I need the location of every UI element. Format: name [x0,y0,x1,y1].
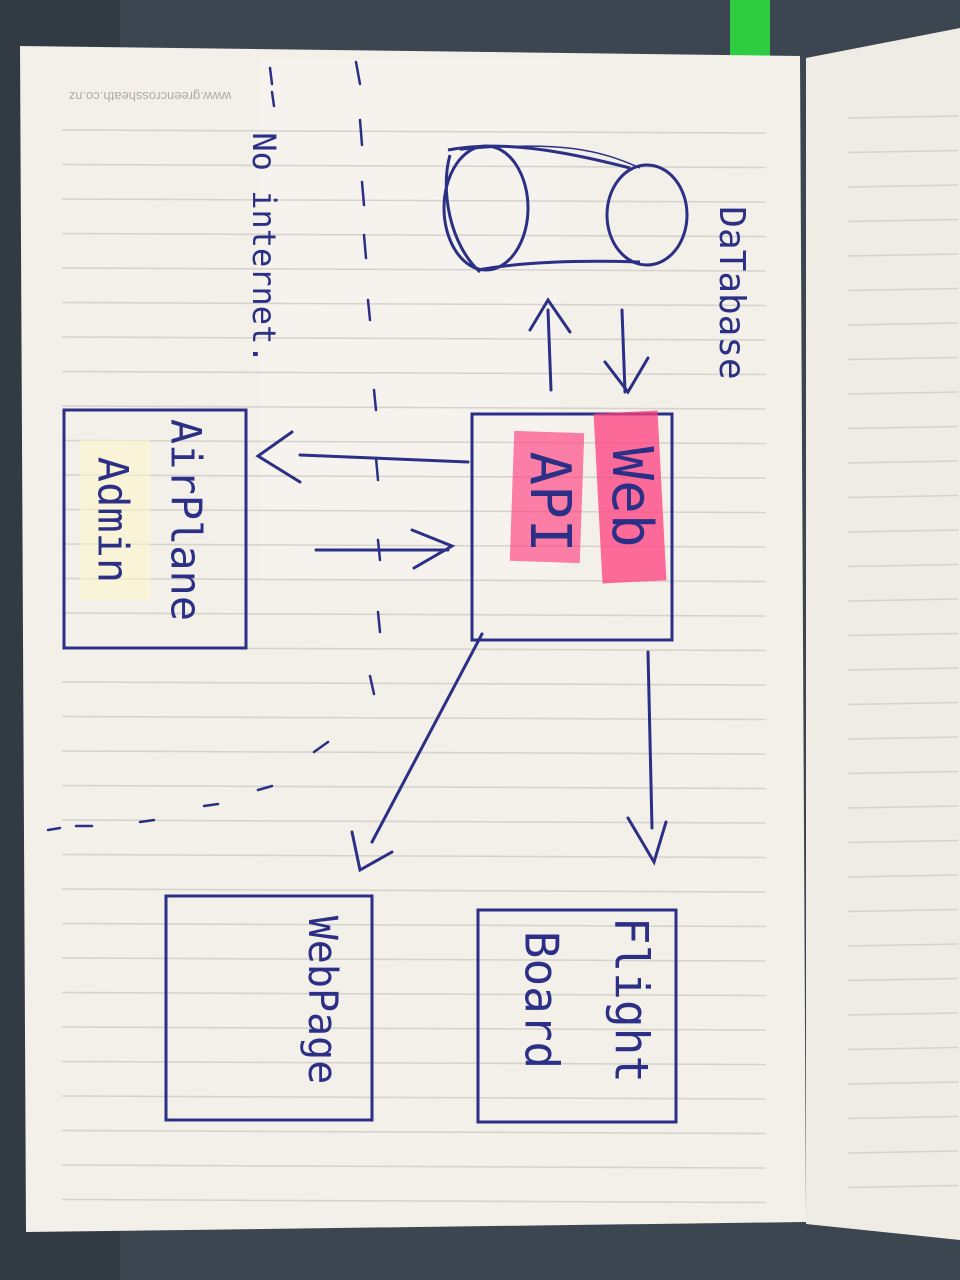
ruled-line-right [847,874,959,878]
highlighter-api [509,430,585,564]
no-internet-label: No internet. [245,132,283,363]
ruled-line-right [847,115,959,119]
ruled-line [61,784,767,790]
web-api-box [470,412,674,642]
ruled-line [61,163,767,169]
web-api-label-api: API [517,451,582,552]
db-api-arrows [528,297,650,395]
ruled-line-right [847,1150,959,1154]
ruled-line [61,1026,767,1031]
ruled-line-right [847,529,959,533]
airplane-admin-label-2: Admin [89,457,138,583]
ruled-line [61,129,767,134]
ruled-line [61,336,767,341]
webpage-label: WebPage [299,916,345,1085]
ruled-line-right [847,667,959,671]
ruled-line-right [847,1046,959,1051]
ruled-line-right [847,805,959,809]
ruled-line-right [847,460,959,464]
ruled-line-right [847,908,959,913]
ruled-line [61,232,767,238]
ruled-line [61,819,767,824]
ruled-line [61,1164,767,1169]
ruled-line-right [847,425,959,430]
ruled-line-right [847,1184,959,1189]
ruled-line [61,991,767,997]
right-page [806,28,960,1240]
ruled-line-right [847,356,959,361]
ruled-line [61,1095,767,1100]
database-label: DaTabase [711,206,752,379]
admin-glare [80,440,150,600]
ruled-line-right [847,701,959,706]
ruled-line-right [847,1012,959,1016]
ruled-line [61,405,767,410]
left-page [20,46,806,1232]
webpage-box [164,894,374,1122]
ruled-line-right [847,839,959,844]
footer-url: www.greencrossheath.co.nz [69,89,233,104]
database-cylinder [442,144,689,274]
ruled-line-right [847,149,959,154]
flight-board-label-1: Flight [605,917,659,1083]
ruled-line-right [847,943,959,947]
ruled-line [61,198,767,203]
ruled-line-right [847,253,959,257]
ruled-line-right [847,736,959,740]
web-api-label-web: Web [599,446,664,547]
ruled-line [61,1129,767,1135]
ruled-line-right [847,322,959,326]
airplane-admin-box [62,408,248,650]
ruled-line [61,612,767,617]
ruled-line-right [847,218,959,223]
ribbon-bookmark [730,0,770,58]
api-to-clients-arrows [350,632,668,873]
ruled-line-right [847,598,959,602]
ruled-line [61,1198,767,1204]
ruled-line [61,922,767,928]
ruled-line [61,370,767,376]
ruled-line [61,888,767,893]
ruled-line-right [847,1115,959,1120]
highlighter-web [593,410,667,584]
ruled-line-right [847,184,959,188]
ruled-line-right [847,632,959,637]
ruled-line-right [847,494,959,499]
ruled-line [61,853,767,859]
ruled-line [61,301,767,307]
ruled-line-right [847,770,959,775]
ruled-line [61,750,767,755]
flight-board-box [476,908,678,1124]
ruled-lines [61,115,959,1204]
ruled-line-right [847,977,959,982]
ruled-line [61,1060,767,1066]
ruled-line-right [847,391,959,395]
ruled-line-right [847,1081,959,1085]
flight-board-label-2: Board [515,931,569,1069]
no-internet-divider [46,60,382,832]
ruled-line [61,957,767,962]
ruled-line-right [847,563,959,568]
ruled-line-right [847,287,959,292]
ruled-line [61,267,767,272]
api-admin-arrows [255,430,470,570]
airplane-admin-label-1: AirPlane [162,419,211,621]
